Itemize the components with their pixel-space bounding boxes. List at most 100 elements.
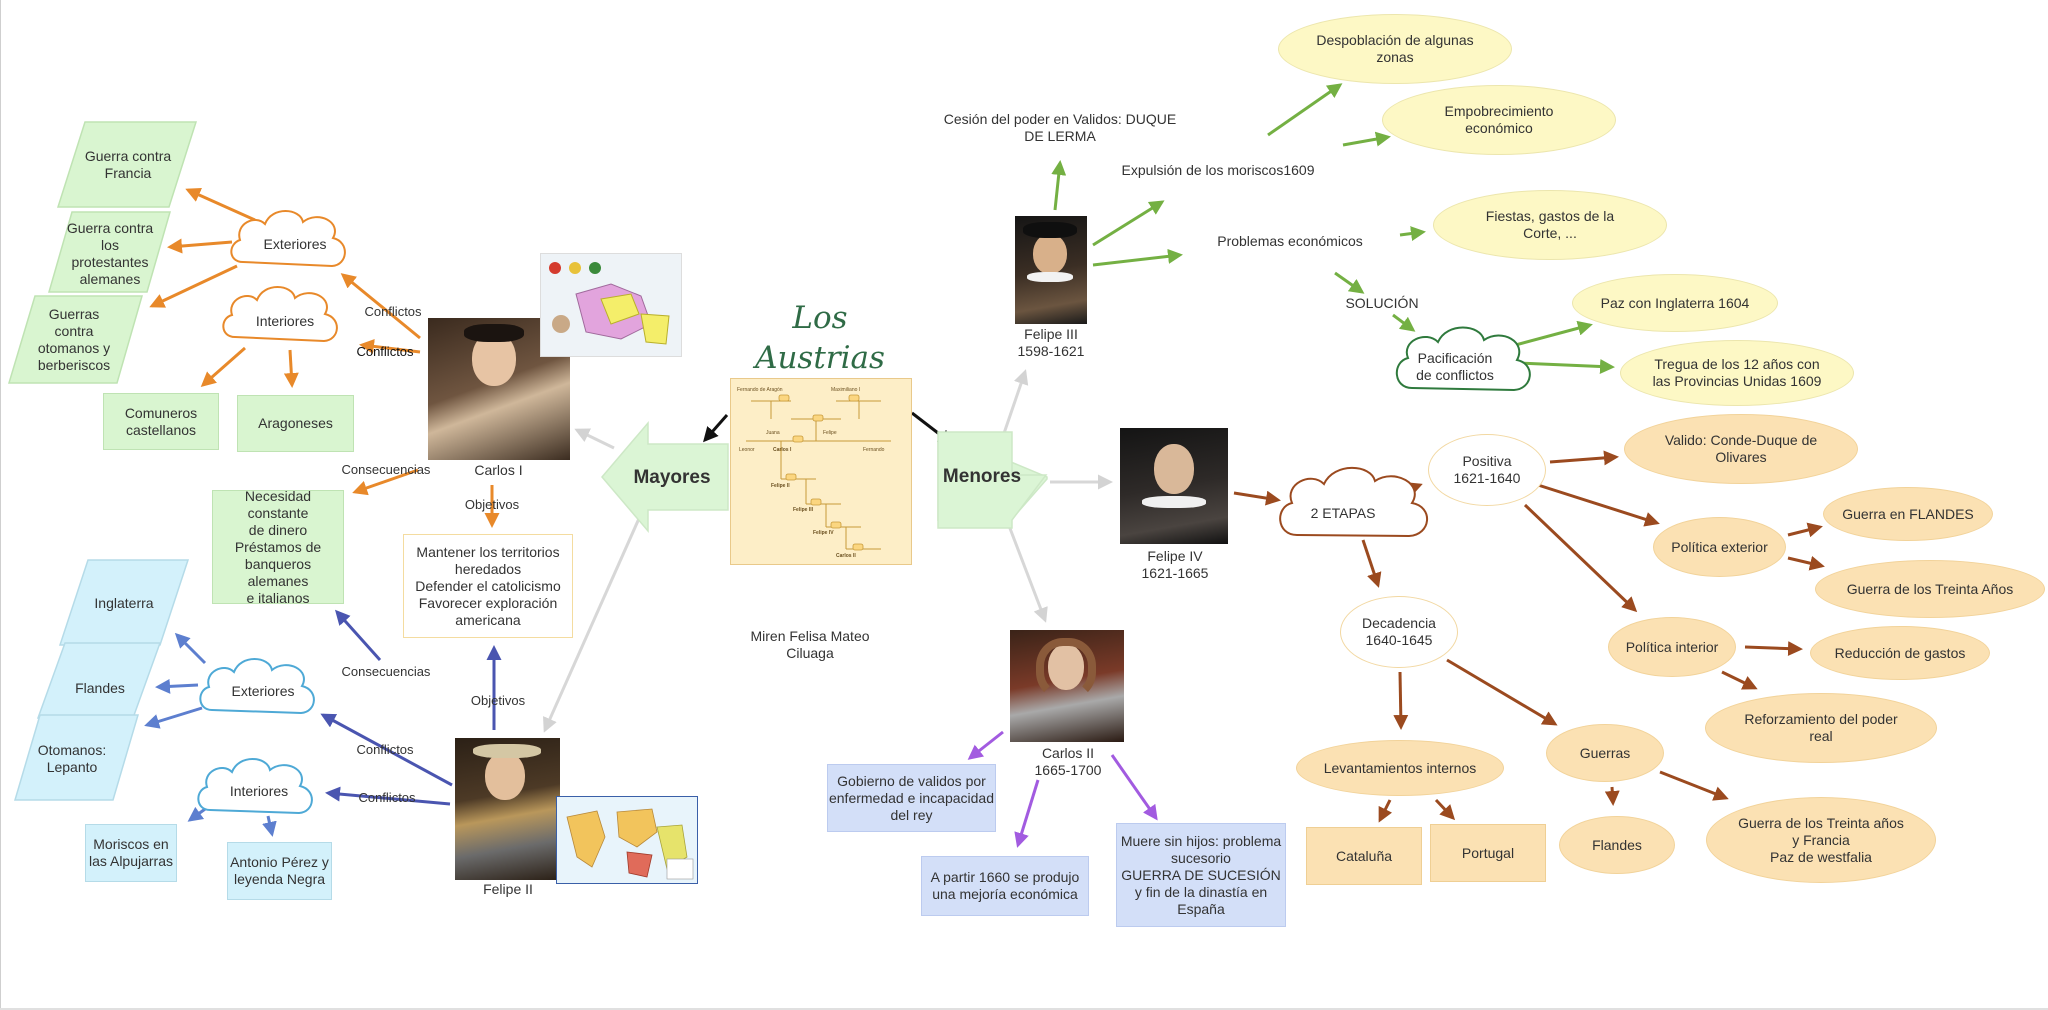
decadencia-line-1: Decadencia — [1362, 615, 1436, 631]
felipe-iii-problemas[interactable]: Problemas económicos — [1217, 233, 1363, 249]
carlos-i-ext-protestantes[interactable]: Guerra contra los protestantes alemanes — [50, 220, 170, 288]
felipe-iv-pol-ext[interactable]: Política exterior — [1653, 517, 1786, 577]
mayores-arrow-shape — [601, 420, 729, 534]
consec-line-4: banqueros alemanes — [244, 555, 312, 589]
carlos-i-ext-otomanos[interactable]: Guerras contra otomanos y berberiscos — [22, 306, 126, 374]
ext-prot-line-2: los — [101, 237, 119, 253]
felipe-iii-empobrecimiento[interactable]: Empobrecimiento económico — [1382, 85, 1616, 155]
felipe-iv-collar — [1142, 496, 1206, 508]
cloud-exteriores-carlos — [230, 210, 346, 268]
felipe-iv-pol-int[interactable]: Política interior — [1608, 617, 1736, 677]
carlos-i-consecuencias-box[interactable]: Necesidad constante de dinero Préstamos … — [212, 488, 344, 606]
menores-label[interactable]: Menores — [942, 466, 1022, 487]
gt-text-2: Maximiliano I — [831, 387, 860, 393]
felipe-iii-name: Felipe III — [1024, 326, 1078, 342]
gt-text-6: Carlos I — [773, 447, 792, 453]
carlos-ii-muere[interactable]: Muere sin hijos: problema sucesorio GUER… — [1116, 823, 1286, 927]
felipe-ii-ext-otomanos[interactable]: Otomanos: Lepanto — [22, 742, 122, 776]
felipe-ii-map — [556, 796, 698, 884]
felipe-iv-reduccion[interactable]: Reducción de gastos — [1810, 626, 1990, 680]
felipe-iv-decadencia[interactable]: Decadencia 1640-1645 — [1340, 596, 1458, 668]
pol-ext-text: Política exterior — [1671, 538, 1768, 555]
gt-text-3: Juana — [766, 430, 780, 436]
felipe-ii-interiores[interactable]: Interiores — [229, 783, 289, 799]
felipe-iii-paz[interactable]: Paz con Inglaterra 1604 — [1572, 274, 1778, 332]
felipe-iv-etapas[interactable]: 2 ETAPAS — [1310, 505, 1376, 521]
carlos-i-objetivos-box[interactable]: Mantener los territorios heredados Defen… — [403, 534, 573, 638]
comuneros-line-2: castellanos — [125, 421, 197, 438]
parallelogram-otomanos — [7, 295, 143, 384]
tregua-line-1: Tregua de los 12 años con — [1654, 356, 1820, 372]
felipe-iv-levantamientos[interactable]: Levantamientos internos — [1296, 740, 1504, 796]
objetivos-line-5: americana — [455, 611, 521, 628]
ext-otom-line-1: Guerras — [48, 306, 100, 322]
felipe-ii-map-drawing — [566, 808, 694, 880]
author-line-1: Miren Felisa Mateo — [750, 628, 870, 644]
reforzamiento-line-1: Reforzamiento del poder — [1744, 711, 1898, 727]
felipe-iv-reforzamiento[interactable]: Reforzamiento del poder real — [1705, 693, 1937, 763]
carlos-i-comuneros[interactable]: Comuneros castellanos — [103, 393, 219, 450]
carlos-i-map-drawing — [541, 254, 681, 356]
felipe-iii-fiestas[interactable]: Fiestas, gastos de la Corte, ... — [1433, 190, 1667, 260]
carlos-i-ext-francia[interactable]: Guerra contra Francia — [68, 148, 188, 182]
felipe-iii-despoblacion[interactable]: Despoblación de algunas zonas — [1278, 14, 1512, 84]
felipe-iv-label: Felipe IV 1621-1665 — [1120, 548, 1230, 582]
carlos-i-exteriores[interactable]: Exteriores — [263, 236, 327, 252]
felipe-iii-years: 1598-1621 — [1017, 343, 1085, 359]
felipe-ii-antonio-perez[interactable]: Antonio Pérez y leyenda Negra — [227, 842, 332, 900]
carlos-ii-mejoria[interactable]: A partir 1660 se produjo una mejoría eco… — [921, 856, 1089, 916]
despoblacion-line-2: zonas — [1376, 49, 1414, 65]
felipe-iv-flandes[interactable]: Flandes — [1559, 816, 1675, 874]
consec-line-5: e italianos — [246, 589, 310, 606]
felipe-ii-exteriores[interactable]: Exteriores — [231, 683, 295, 699]
felipe-iii-valido[interactable]: Cesión del poder en Validos: DUQUE DE LE… — [930, 111, 1190, 145]
author-line-2: Ciluaga — [786, 645, 834, 661]
felipe-iv-positiva[interactable]: Positiva 1621-1640 — [1428, 434, 1546, 506]
felipe-iv-guerra-30[interactable]: Guerra de los Treinta Años — [1815, 560, 2045, 618]
felipe-iv-guerra-30-francia[interactable]: Guerra de los Treinta años y Francia Paz… — [1706, 797, 1936, 883]
felipe-iii-portrait — [1015, 216, 1087, 324]
felipe-iii-expulsion[interactable]: Expulsión de los moriscos1609 — [1121, 162, 1315, 178]
positiva-line-2: 1621-1640 — [1453, 470, 1521, 486]
ext-otom-line-4: berberiscos — [37, 357, 111, 373]
carlos-ii-gobierno[interactable]: Gobierno de validos por enfermedad e inc… — [827, 764, 996, 832]
felipe-iv-portugal[interactable]: Portugal — [1430, 824, 1546, 882]
felipe-iv-guerras[interactable]: Guerras — [1546, 724, 1664, 782]
felipe-iv-valido[interactable]: Valido: Conde-Duque de Olivares — [1624, 414, 1858, 484]
carlos-i-interiores[interactable]: Interiores — [255, 313, 315, 329]
ext-prot-line-4: alemanes — [79, 271, 141, 287]
felipe-iv-guerra-flandes[interactable]: Guerra en FLANDES — [1823, 487, 1993, 541]
felipe-ii-ext-flandes[interactable]: Flandes — [75, 680, 125, 696]
felipe-ii-moriscos[interactable]: Moriscos en las Alpujarras — [85, 824, 177, 882]
muere-line-2: sucesorio — [1171, 849, 1231, 866]
cloud-pacificacion — [1395, 326, 1531, 392]
guerras-text: Guerras — [1579, 744, 1631, 761]
felipe-iii-tregua[interactable]: Tregua de los 12 años con las Provincias… — [1620, 340, 1854, 406]
objetivos-line-3: Defender el catolicismo — [415, 577, 561, 594]
objetivos-line-1: Mantener los territorios — [416, 543, 560, 560]
cloud-interiores-felipe — [197, 758, 313, 815]
carlos-i-aragoneses[interactable]: Aragoneses — [237, 395, 354, 452]
gt-text-11: Carlos II — [836, 553, 856, 559]
felipe-ii-ext-inglaterra[interactable]: Inglaterra — [94, 595, 154, 611]
felipe-iii-pacificacion[interactable]: Pacificación de conflictos — [1405, 350, 1505, 384]
despoblacion-line-1: Despoblación de algunas — [1316, 32, 1474, 48]
felipe-iii-solucion[interactable]: SOLUCIÓN — [1345, 295, 1419, 311]
pacificacion-line-1: Pacificación — [1417, 350, 1493, 366]
objetivos-line-4: Favorecer exploración — [418, 594, 558, 611]
reforzamiento-line-2: real — [1809, 728, 1833, 744]
mayores-label[interactable]: Mayores — [633, 467, 711, 488]
carlos-ii-name: Carlos II — [1041, 745, 1095, 761]
gt-text-10: Felipe IV — [813, 530, 834, 536]
felipe-iv-cataluna[interactable]: Cataluña — [1306, 827, 1422, 885]
perez-line-2: leyenda Negra — [233, 871, 326, 887]
title-line-1: Los — [792, 300, 848, 336]
gobierno-line-3: del rey — [890, 806, 933, 823]
objetivos-line-2: heredados — [454, 560, 522, 577]
carlos-i-name: Carlos I — [474, 462, 523, 478]
cloud-interiores-carlos — [222, 286, 338, 343]
carlos-i-conflictos-label-2: Conflictos — [356, 344, 414, 359]
pacificacion-line-2: de conflictos — [1416, 367, 1494, 383]
